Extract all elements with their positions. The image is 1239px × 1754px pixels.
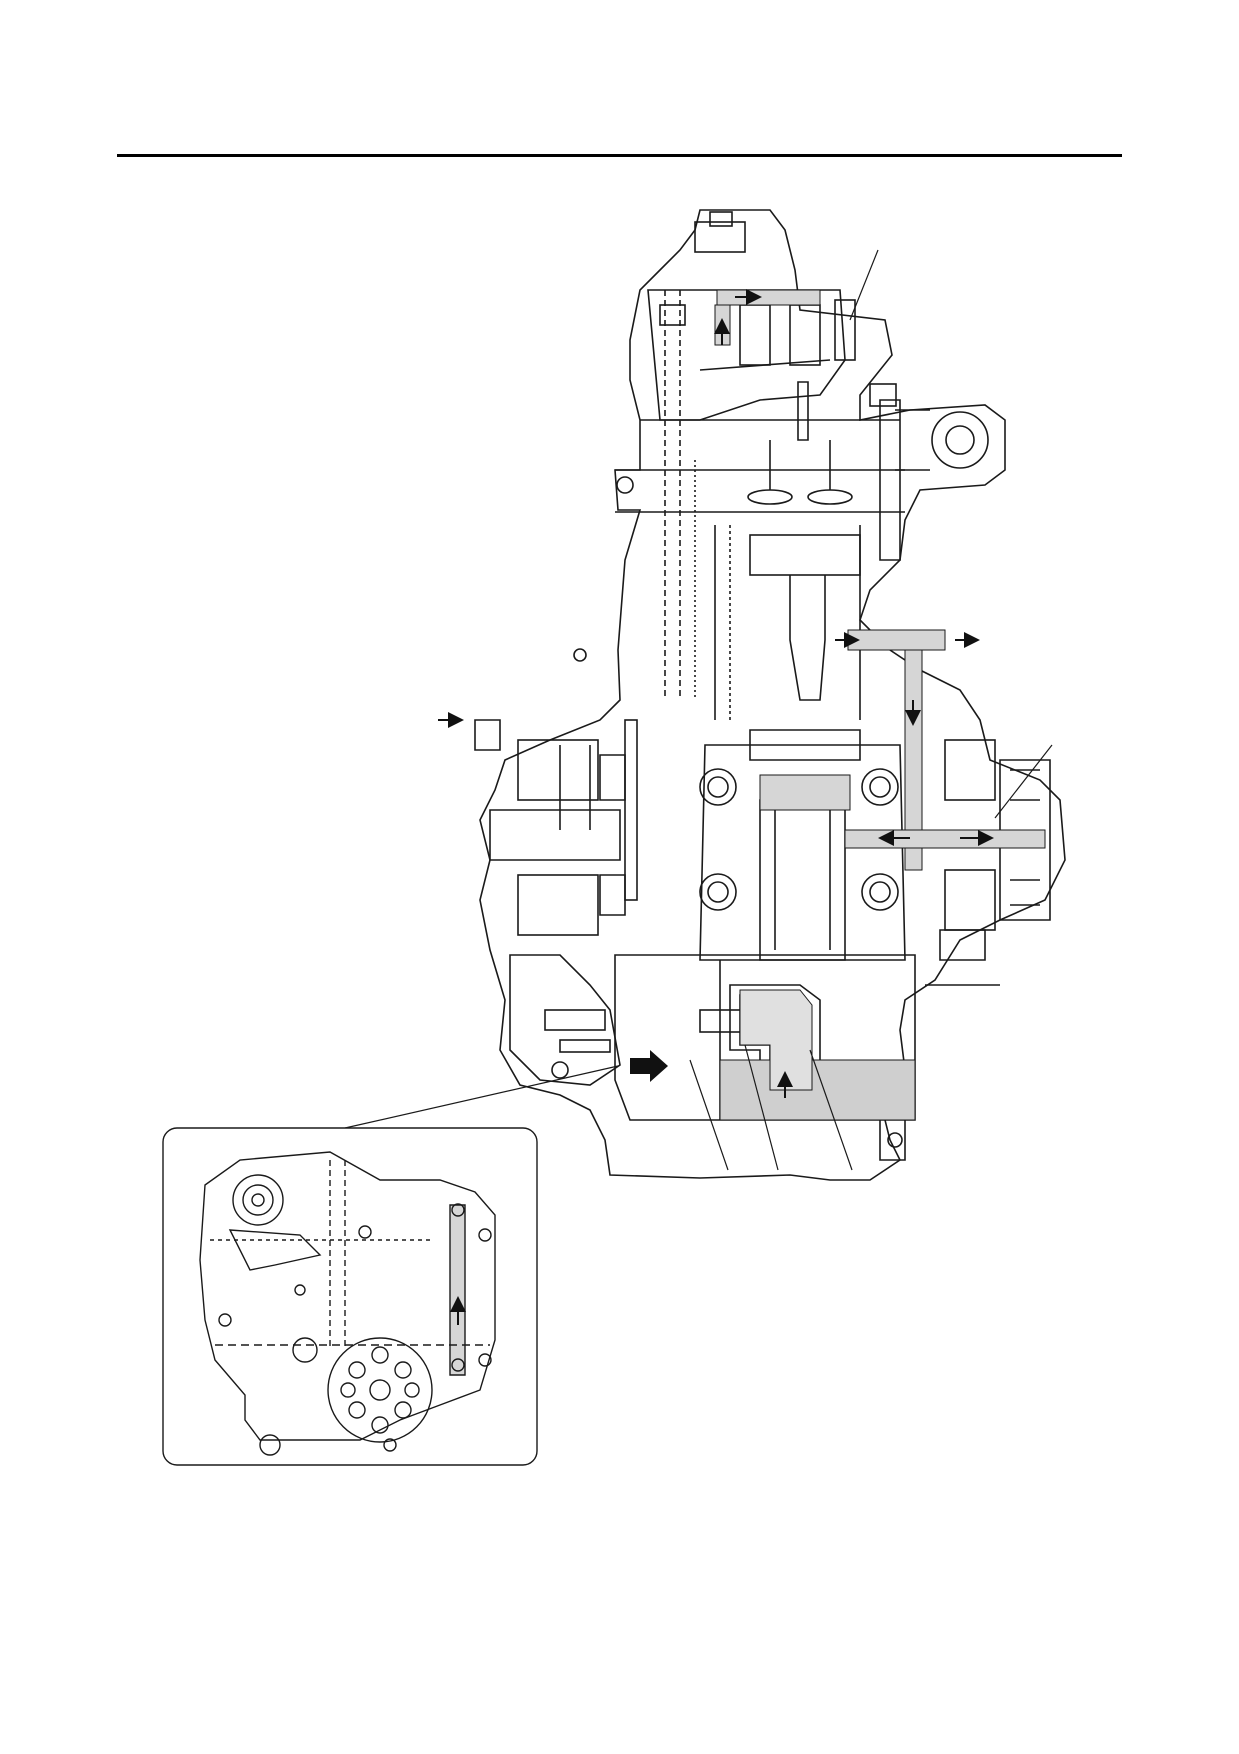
oil-region-shading (714, 289, 1046, 1121)
leader-lines (344, 249, 1053, 1171)
large-flow-arrow (630, 1050, 668, 1082)
inset-detail-panel (162, 1127, 538, 1466)
engine-outline (474, 209, 1066, 1181)
top-rule (117, 154, 1122, 157)
oil-flow-arrows (438, 289, 994, 1098)
